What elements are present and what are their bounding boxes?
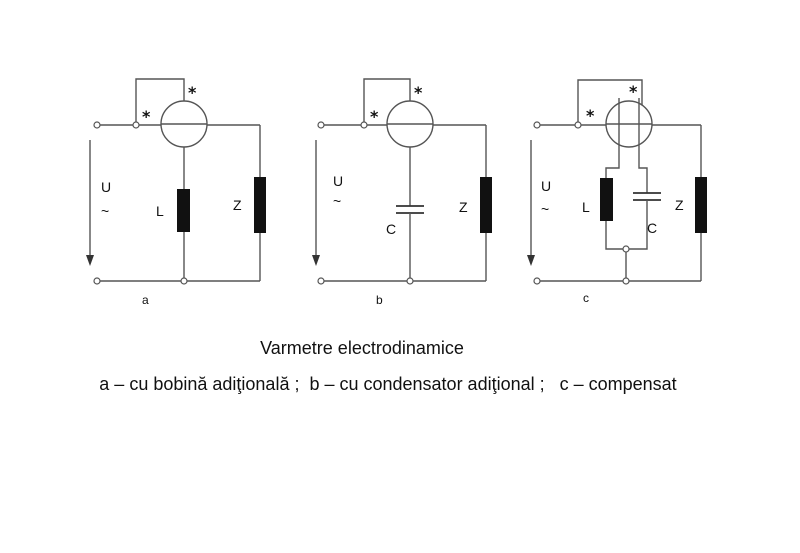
wire-to-capacitor [638, 147, 648, 193]
voltage-coil-loop [363, 78, 411, 125]
polarity-star: * [142, 107, 151, 126]
terminal-bottom [317, 277, 325, 285]
sublabel-b: b [376, 293, 383, 307]
label-L: L [582, 199, 590, 215]
voltage-arrow-head [312, 255, 320, 266]
junction-node [132, 121, 140, 129]
load-Z [480, 177, 492, 233]
label-Z: Z [233, 197, 242, 213]
junction-node [622, 277, 630, 285]
voltage-label: U [101, 179, 111, 195]
circuit-c: * * U ~ L C Z c [527, 79, 707, 305]
voltage-coil-loop [135, 78, 185, 125]
terminal-top [533, 121, 541, 129]
junction-node [180, 277, 188, 285]
terminal-bottom [533, 277, 541, 285]
voltage-label: U [333, 173, 343, 189]
junction-node [360, 121, 368, 129]
junction-node [622, 245, 630, 253]
voltage-coil-loop [577, 79, 643, 125]
label-L: L [156, 203, 164, 219]
polarity-star: * [586, 106, 595, 125]
ac-tilde: ~ [101, 203, 109, 219]
sublabel-c: c [583, 291, 589, 305]
circuit-a: * * U ~ L Z a [86, 78, 266, 307]
voltage-arrow-head [527, 255, 535, 266]
polarity-star: * [188, 83, 197, 102]
label-Z: Z [459, 199, 468, 215]
load-Z [254, 177, 266, 233]
terminal-bottom [93, 277, 101, 285]
junction-node [406, 277, 414, 285]
polarity-star: * [629, 82, 638, 101]
polarity-star: * [370, 107, 379, 126]
label-C: C [386, 221, 396, 237]
label-Z: Z [675, 197, 684, 213]
junction-node [574, 121, 582, 129]
voltage-label: U [541, 178, 551, 194]
voltage-arrow-head [86, 255, 94, 266]
circuit-b: * * U ~ C Z b [312, 78, 492, 307]
terminal-top [317, 121, 325, 129]
wire-to-inductor [605, 147, 620, 178]
label-C: C [647, 220, 657, 236]
figure-legend: a – cu bobină adiţională ; b – cu conden… [99, 374, 677, 394]
sublabel-a: a [142, 293, 149, 307]
load-Z [695, 177, 707, 233]
terminal-top [93, 121, 101, 129]
ac-tilde: ~ [541, 201, 549, 217]
inductor-L [600, 178, 613, 221]
polarity-star: * [414, 83, 423, 102]
inductor-L [177, 189, 190, 232]
ac-tilde: ~ [333, 193, 341, 209]
figure-title: Varmetre electrodinamice [260, 338, 464, 358]
